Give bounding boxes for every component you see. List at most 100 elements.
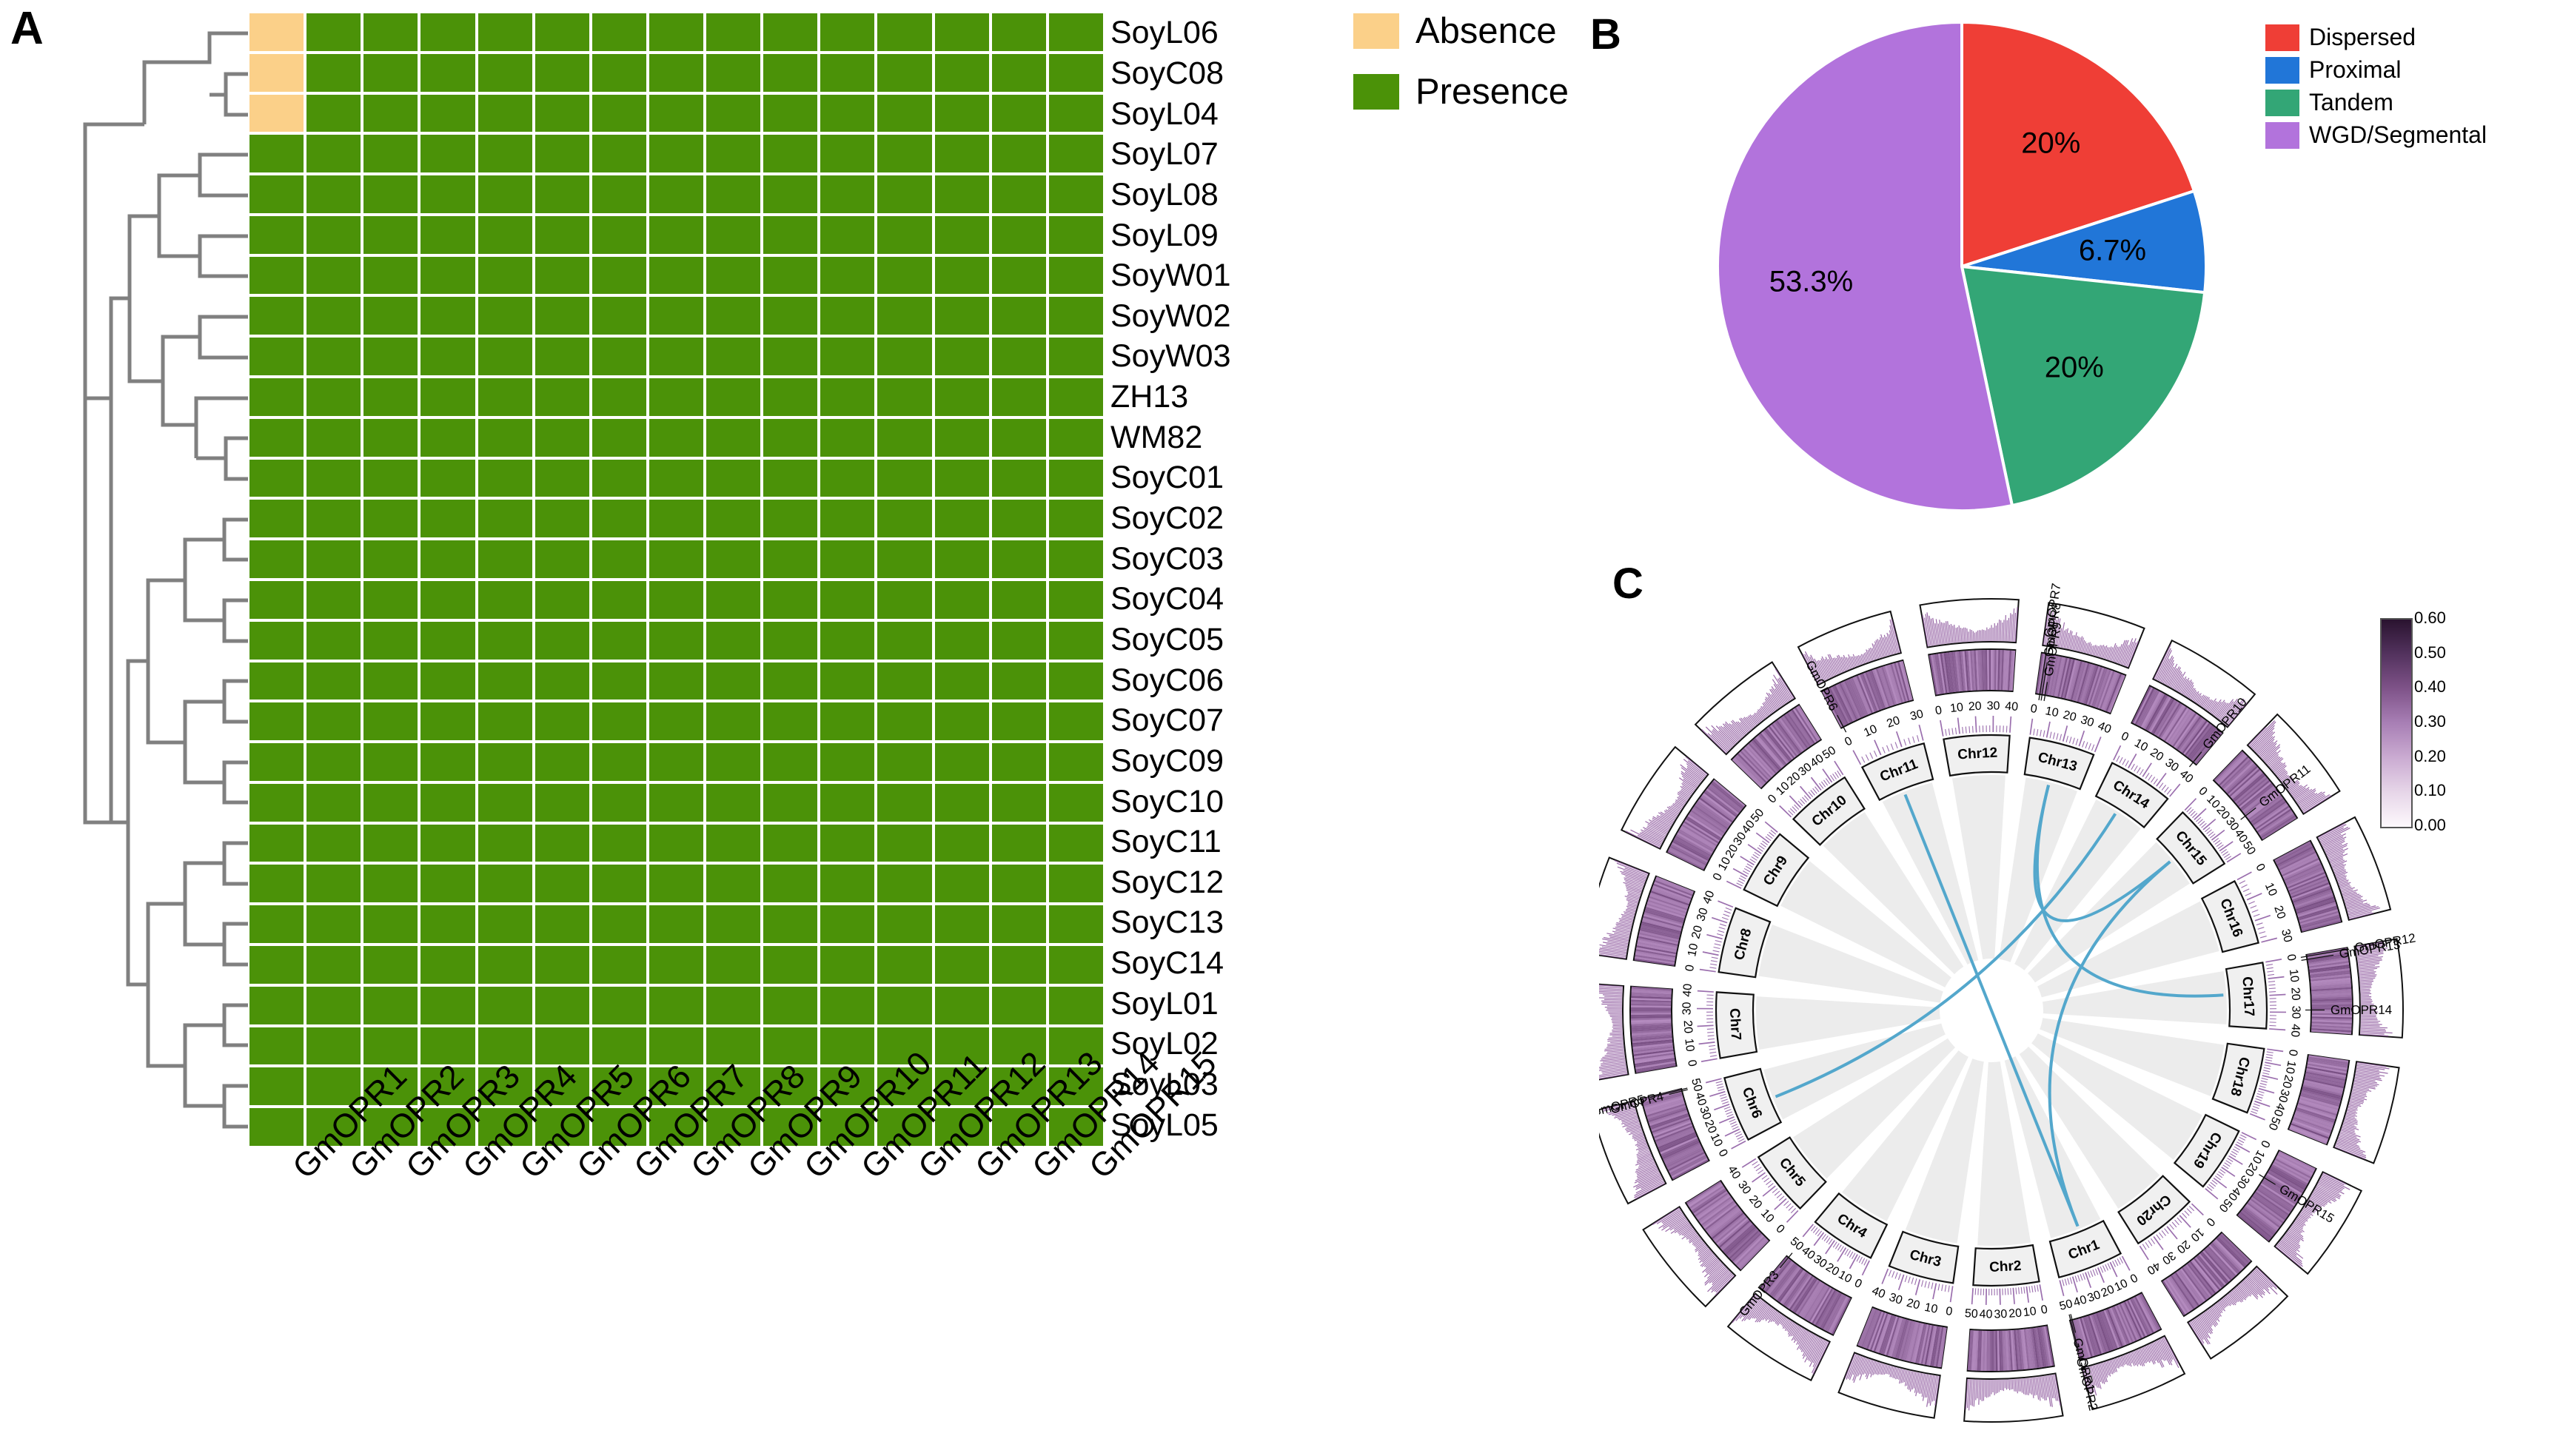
density-bin (2302, 1089, 2341, 1101)
density-bin (2040, 1326, 2049, 1367)
density-bin (2022, 1329, 2028, 1369)
histogram-bar (1606, 933, 1629, 939)
histogram-bar (2330, 856, 2343, 864)
chromosome-box (1943, 734, 2011, 777)
histogram-bar (1950, 623, 1954, 643)
density-bin (2276, 846, 2313, 866)
histogram-bar (2008, 1379, 2011, 1391)
density-bin (2279, 851, 2316, 870)
heatmap-cell (706, 53, 761, 92)
density-bin (2311, 1015, 2352, 1018)
heatmap-cell (706, 297, 761, 335)
histogram-bar (1862, 654, 1867, 663)
axis-tick (1720, 1098, 1728, 1102)
heatmap-cell (306, 783, 361, 822)
heatmap-cell (363, 256, 418, 295)
heatmap-cell (1048, 621, 1103, 660)
heatmap-cell (249, 743, 304, 781)
heatmap-row-label: SoyL04 (1110, 95, 1219, 132)
density-bin (1649, 894, 1689, 909)
density-bin (1788, 711, 1812, 746)
histogram-bar (1853, 1356, 1864, 1383)
density-bin (1709, 1210, 1742, 1237)
histogram-bar (1678, 777, 1696, 791)
axis-tick (1858, 1256, 1863, 1264)
density-bin (2086, 1315, 2100, 1355)
histogram-bar (1665, 1217, 1686, 1232)
density-bin (2240, 782, 2273, 810)
density-bin (2308, 957, 2349, 965)
density-bin (2271, 1164, 2308, 1186)
histogram-bar (2360, 1023, 2382, 1025)
histogram-bar (2262, 745, 2276, 759)
density-bin (1714, 1215, 1746, 1243)
density-bin (1751, 740, 1780, 772)
heatmap-cell (763, 865, 818, 903)
density-bin (1631, 1022, 1672, 1027)
histogram-bar (1635, 1162, 1655, 1173)
density-bin (1988, 1330, 1991, 1371)
histogram-bar (1693, 1238, 1702, 1247)
heatmap-cell (592, 215, 646, 254)
heatmap-cell (706, 783, 761, 822)
histogram-bar (2196, 1317, 2211, 1339)
histogram-bar (2187, 687, 2194, 698)
histogram-bar (1866, 649, 1871, 662)
histogram-bar (2336, 874, 2345, 879)
histogram-bar (1763, 702, 1772, 714)
histogram-bar (1793, 1326, 1802, 1341)
density-bin (1732, 1232, 1762, 1262)
histogram-bar (2359, 984, 2373, 986)
histogram-bar (1705, 726, 1730, 751)
density-bin (1971, 1330, 1976, 1371)
heatmap-cell (934, 743, 989, 781)
histogram-bar (2202, 697, 2211, 708)
histogram-bar (2279, 1241, 2297, 1256)
heatmap-cell (706, 986, 761, 1024)
histogram-bar (1965, 1378, 1968, 1410)
heatmap-cell (877, 215, 932, 254)
chromosome-box (1814, 1192, 1889, 1259)
heatmap-row-label: SoyC07 (1110, 702, 1224, 739)
axis-tick-label: 30 (2079, 714, 2095, 730)
density-bin (1700, 1199, 1734, 1224)
circos-sector-fan (1758, 924, 1943, 1003)
axis-tick (1941, 1284, 1943, 1292)
histogram-bar (2351, 1091, 2367, 1096)
heatmap-cell (249, 378, 304, 416)
histogram-bar (2035, 1377, 2040, 1400)
heatmap-row-label: SoyL07 (1110, 136, 1219, 172)
axis-tick (2199, 821, 2205, 826)
histogram-bar (2217, 1301, 2226, 1312)
histogram-bar (2341, 887, 2355, 893)
heatmap-cell (535, 94, 589, 132)
histogram-bar (2337, 877, 2347, 882)
density-bin (2207, 1246, 2236, 1277)
heatmap-cell (592, 94, 646, 132)
histogram-bar (2360, 993, 2372, 995)
histogram-bar (2339, 1135, 2359, 1144)
histogram-bar (1834, 657, 1842, 674)
heatmap-cell (306, 175, 361, 213)
histogram-bar (2054, 618, 2061, 647)
axis-tick (1840, 1246, 1844, 1252)
histogram-bar (2262, 744, 2281, 761)
histogram-bar (2127, 1353, 2133, 1364)
density-bin (2220, 1232, 2251, 1263)
density-bin (1699, 1198, 1733, 1223)
axis-tick (2188, 1206, 2195, 1212)
histogram-bar (2255, 736, 2273, 754)
axis-tick (1918, 724, 1924, 741)
density-bin (2294, 893, 2333, 908)
histogram-bar (2283, 1235, 2301, 1249)
histogram-bar (1867, 649, 1872, 662)
density-bin (2249, 796, 2283, 822)
histogram-bar (2345, 1117, 2358, 1122)
histogram-bar (1909, 1371, 1914, 1390)
histogram-bar (2360, 1008, 2377, 1010)
heatmap-cell (934, 702, 989, 741)
axis-tick (2082, 740, 2085, 748)
density-bin (2062, 659, 2074, 699)
heatmap-cell (249, 53, 304, 92)
histogram-bar (2319, 826, 2349, 842)
